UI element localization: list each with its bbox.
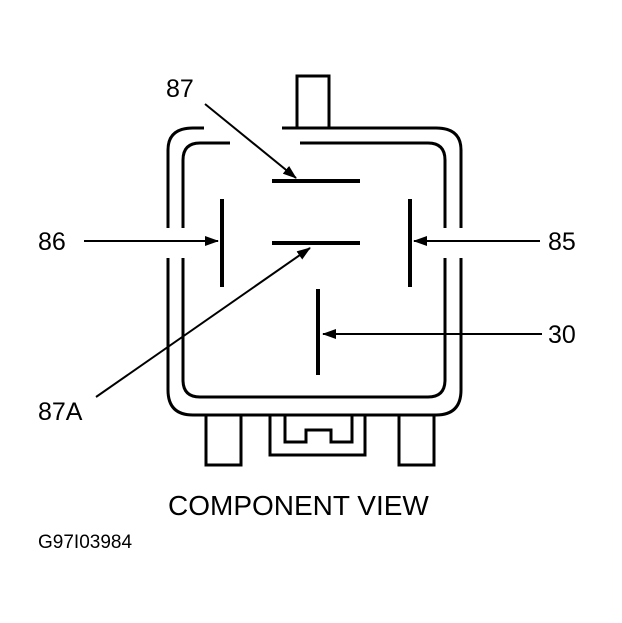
relay-housing-outer xyxy=(166,126,463,417)
arrow-87a xyxy=(95,247,311,398)
label-87a: 87A xyxy=(38,398,83,426)
relay-top-tab xyxy=(295,74,331,128)
right-wall-gap xyxy=(440,228,464,258)
left-wall-gap xyxy=(164,228,188,258)
relay-housing-inner xyxy=(181,141,447,399)
label-87: 87 xyxy=(166,75,194,103)
label-85: 85 xyxy=(548,228,576,256)
right-bottom-pin xyxy=(397,415,436,467)
arrow-87 xyxy=(204,103,297,179)
caption: COMPONENT VIEW xyxy=(168,490,429,521)
left-bottom-pin xyxy=(204,415,243,467)
figure-id: G97I03984 xyxy=(38,532,132,553)
center-connector-outer xyxy=(268,415,367,457)
label-30: 30 xyxy=(548,321,576,349)
label-86: 86 xyxy=(38,228,66,256)
center-connector-inner xyxy=(283,415,354,444)
